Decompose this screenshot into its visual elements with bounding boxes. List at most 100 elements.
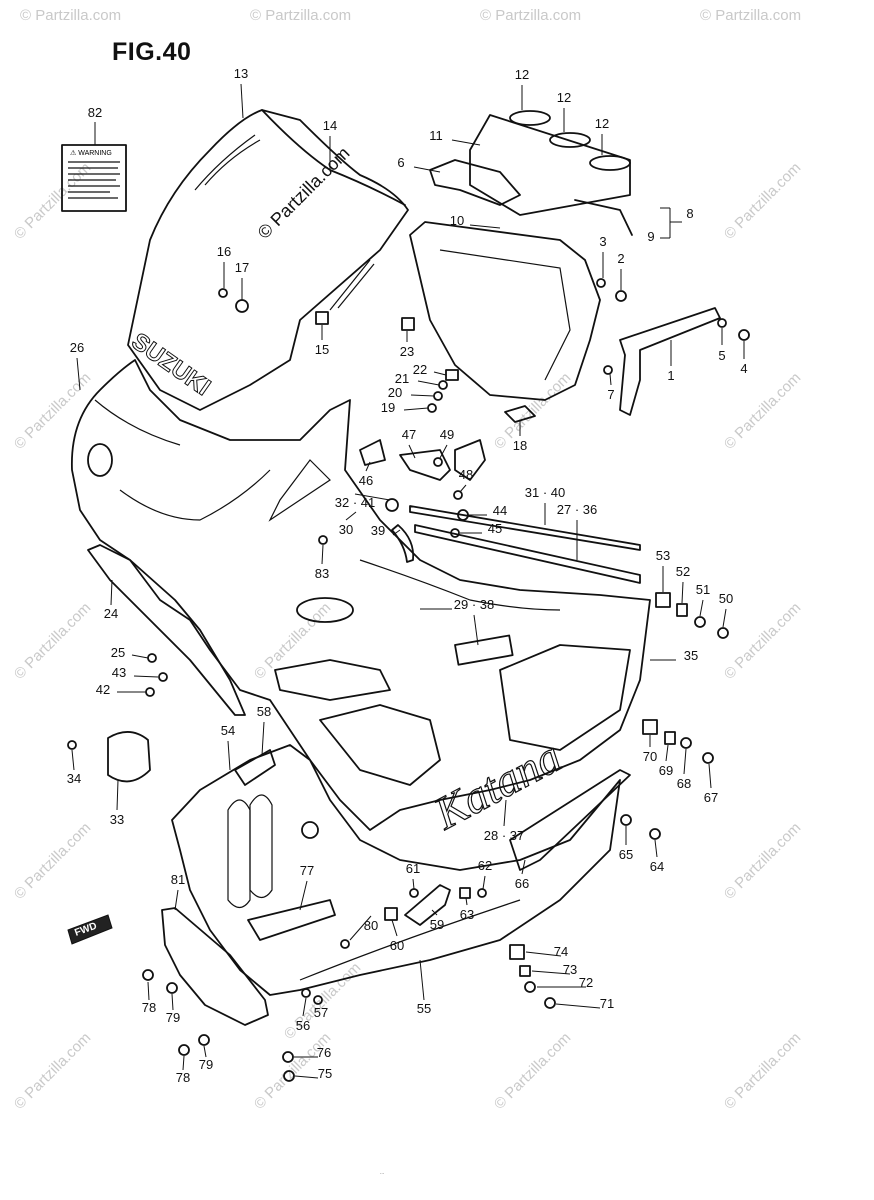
fwd-arrow: FWD (67, 914, 113, 945)
watermark-text: © Partzilla.com (700, 7, 801, 24)
callout-label: 42 (96, 682, 110, 697)
callout-label: 15 (315, 342, 329, 357)
callout-label: 22 (413, 362, 427, 377)
screw-part (318, 535, 328, 545)
fairing-brace-part (409, 159, 633, 401)
grommet-part (655, 592, 671, 608)
warning-label-part: ⚠ WARNING (61, 144, 127, 212)
callout-label: 20 (388, 385, 402, 400)
emblem-part (454, 634, 514, 666)
bolt-part (178, 1044, 190, 1056)
callout-label: 60 (390, 938, 404, 953)
collar-part (519, 965, 531, 977)
watermark-text: © Partzilla.com (11, 159, 94, 242)
callout-label: 27 · 36 (557, 502, 597, 517)
callout-label: 63 (460, 907, 474, 922)
bolt-part (283, 1070, 295, 1082)
stay-part (509, 769, 631, 871)
warning-label-text: ⚠ WARNING (70, 149, 112, 157)
callout-label: 12 (595, 116, 609, 131)
callout-label: 51 (696, 582, 710, 597)
callout-label: 82 (88, 105, 102, 120)
callout-label: 80 (364, 918, 378, 933)
callout-label: 33 (110, 812, 124, 827)
grommet-part (642, 719, 658, 735)
clamp-part (504, 405, 536, 423)
figure-title: FIG.40 (112, 38, 192, 66)
clip-part (67, 740, 77, 750)
callout-label: 8 (686, 206, 693, 221)
watermark-text: © Partzilla.com (251, 599, 334, 682)
collar-part (676, 603, 688, 617)
callout-label: 65 (619, 847, 633, 862)
watermark-text: © Partzilla.com (721, 369, 804, 452)
callout-label: 6 (397, 155, 404, 170)
leader-lines (71, 83, 745, 1079)
side-cover-part (161, 907, 269, 1026)
callout-label: 66 (515, 876, 529, 891)
windscreen-brand-text: SUZUKI (127, 328, 216, 401)
callout-label: 26 (70, 340, 84, 355)
callout-label: 13 (234, 66, 248, 81)
callout-label: 18 (513, 438, 527, 453)
watermark-text: © Partzilla.com (250, 7, 351, 24)
callout-label: 73 (563, 962, 577, 977)
callout-label: 79 (199, 1057, 213, 1072)
callout-label: 3 (599, 234, 606, 249)
callout-label: 9 (647, 229, 654, 244)
screw-part (433, 457, 443, 467)
screw-part (409, 888, 419, 898)
callout-label: 54 (221, 723, 235, 738)
footer-note: ... (380, 1170, 385, 1176)
callout-label: 47 (402, 427, 416, 442)
callout-labels: 1234567891011121212131415161718192021222… (67, 66, 748, 1085)
watermark-text: © Partzilla.com (20, 7, 121, 24)
callout-label: 83 (315, 566, 329, 581)
callout-label: 23 (400, 344, 414, 359)
callout-label: 32 · 41 (335, 495, 375, 510)
callout-label: 78 (176, 1070, 190, 1085)
callout-label: 75 (318, 1066, 332, 1081)
bolt-part (453, 490, 463, 500)
callout-label: 81 (171, 872, 185, 887)
bracket-part (454, 439, 486, 481)
callout-label: 50 (719, 591, 733, 606)
callout-label: 62 (478, 858, 492, 873)
meter-panel-part (469, 110, 631, 216)
collar-part (664, 731, 676, 745)
callout-label: 4 (740, 361, 747, 376)
callout-label: 7 (607, 387, 614, 402)
watermark-text: © Partzilla.com (11, 369, 94, 452)
clip-part (401, 317, 415, 331)
callout-label: 29 · 38 (454, 597, 494, 612)
callout-label: 34 (67, 771, 81, 786)
callout-label: 76 (317, 1045, 331, 1060)
grommet-part (445, 369, 459, 381)
washer-part (438, 380, 448, 390)
callout-label: 56 (296, 1018, 310, 1033)
callout-label: 67 (704, 790, 718, 805)
callout-label: 64 (650, 859, 664, 874)
callout-label: 61 (406, 861, 420, 876)
callout-label: 35 (684, 648, 698, 663)
bolt-part (649, 828, 661, 840)
washer-part (198, 1034, 210, 1046)
callout-label: 11 (429, 128, 443, 143)
watermark-text: © Partzilla.com (721, 159, 804, 242)
bracket-part (234, 749, 276, 786)
callout-label: 48 (459, 467, 473, 482)
callout-label: 72 (579, 975, 593, 990)
callout-label: 21 (395, 371, 409, 386)
washer-part (158, 672, 168, 682)
screw-part (340, 939, 350, 949)
bracket-part (404, 884, 451, 926)
callout-label: 79 (166, 1010, 180, 1025)
callout-label: 39 (371, 523, 385, 538)
watermark-text: © Partzilla.com (11, 1029, 94, 1112)
callout-label: 17 (235, 260, 249, 275)
upper-cowling-part (71, 359, 651, 831)
watermark-text: © Partzilla.com (491, 1029, 574, 1112)
moulding-part (409, 505, 641, 551)
callout-label: 69 (659, 763, 673, 778)
